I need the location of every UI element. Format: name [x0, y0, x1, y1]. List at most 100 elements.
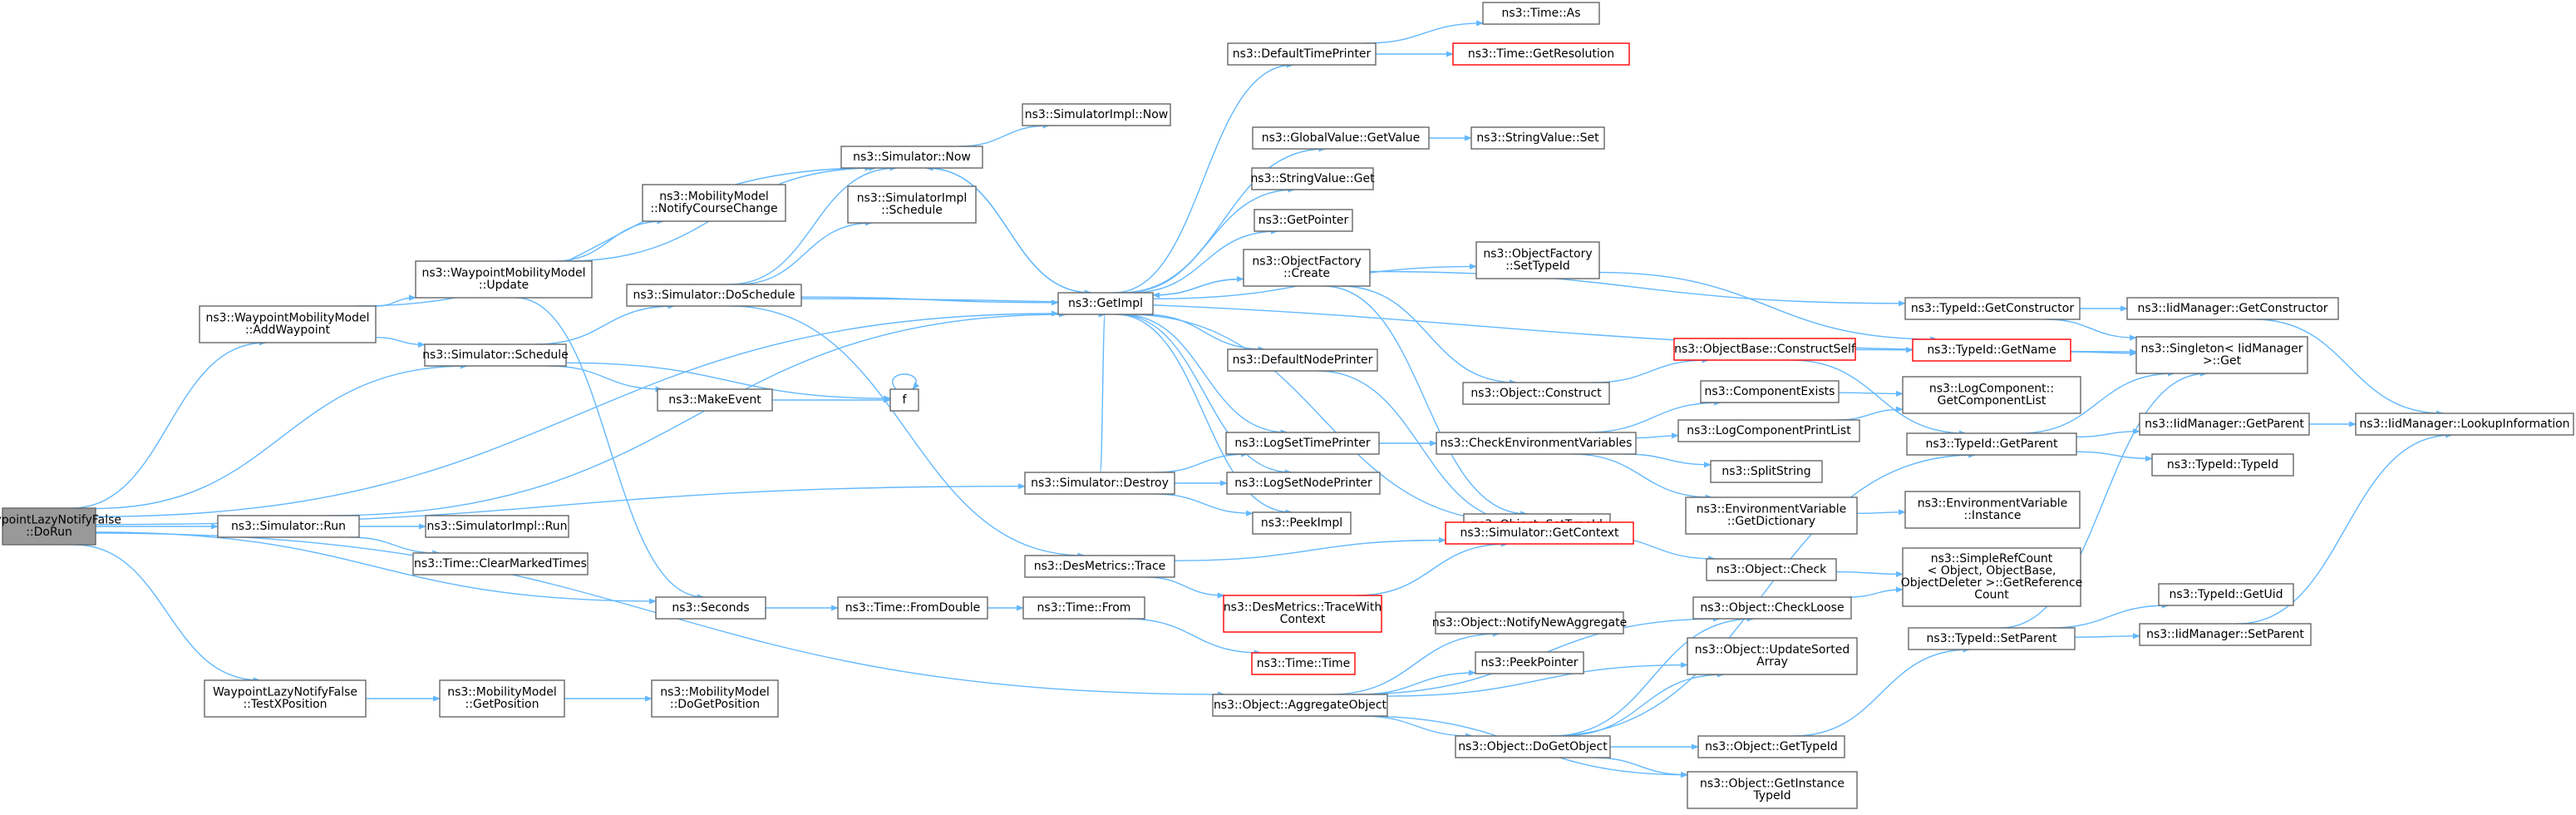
node-getContext[interactable]: ns3::Simulator::GetContext: [1445, 521, 1634, 545]
node-schedule[interactable]: ns3::Simulator::Schedule: [422, 343, 569, 367]
node-iidGetConstructor[interactable]: ns3::IidManager::GetConstructor: [2126, 297, 2339, 320]
node-doGetObject[interactable]: ns3::Object::DoGetObject: [1455, 735, 1611, 758]
node-defaultNode[interactable]: ns3::DefaultNodePrinter: [1227, 348, 1378, 372]
node-envGetDict[interactable]: ns3::EnvironmentVariable::GetDictionary: [1685, 496, 1858, 535]
node-timeFrom[interactable]: ns3::Time::From: [1022, 596, 1145, 620]
node-box: [2355, 412, 2574, 436]
node-iidSetParent[interactable]: ns3::IidManager::SetParent: [2139, 623, 2312, 646]
node-doGetPosition[interactable]: ns3::MobilityModel::DoGetPosition: [651, 679, 779, 718]
node-logCompPrint[interactable]: ns3::LogComponentPrintList: [1677, 419, 1860, 442]
edge-doSchedule-to-simNow: [729, 165, 898, 285]
node-objConstruct[interactable]: ns3::Object::Construct: [1462, 382, 1610, 405]
node-simNow[interactable]: ns3::Simulator::Now: [840, 146, 983, 169]
node-testX[interactable]: WaypointLazyNotifyFalse::TestXPosition: [204, 679, 367, 718]
node-addWaypoint[interactable]: ns3::WaypointMobilityModel::AddWaypoint: [199, 305, 377, 343]
node-logSetNode[interactable]: ns3::LogSetNodePrinter: [1226, 472, 1381, 495]
node-tidSetParent[interactable]: ns3::TypeId::SetParent: [1908, 627, 2076, 650]
node-getPointer[interactable]: ns3::GetPointer: [1254, 209, 1353, 232]
node-box: [1692, 596, 1852, 620]
node-seconds[interactable]: ns3::Seconds: [655, 596, 766, 620]
node-singletonGet[interactable]: ns3::Singleton< IidManager>::Get: [2135, 336, 2308, 374]
node-svSet[interactable]: ns3::StringValue::Set: [1470, 126, 1605, 150]
node-desTrace[interactable]: ns3::DesMetrics::Trace: [1024, 555, 1175, 578]
node-logSetTime[interactable]: ns3::LogSetTimePrinter: [1225, 432, 1380, 455]
edge-schedule-to-f: [565, 362, 891, 402]
node-label: ns3::Simulator::Now: [853, 151, 971, 164]
edge-defaultTime-to-timeAs: [1365, 20, 1484, 44]
node-compExists[interactable]: ns3::ComponentExists: [1700, 380, 1840, 403]
node-ofCreate[interactable]: ns3::ObjectFactory::Create: [1243, 249, 1371, 287]
node-getPosition[interactable]: ns3::MobilityModel::GetPosition: [439, 679, 565, 718]
node-defaultTime[interactable]: ns3::DefaultTimePrinter: [1227, 42, 1377, 66]
node-timeTime[interactable]: ns3::Time::Time: [1251, 652, 1356, 675]
node-label: ns3::ObjectFactory: [1483, 248, 1592, 261]
node-simDestroy[interactable]: ns3::Simulator::Destroy: [1024, 472, 1175, 495]
node-label: ns3::TypeId::GetConstructor: [1911, 302, 2074, 315]
node-svGet[interactable]: ns3::StringValue::Get: [1250, 167, 1375, 190]
node-label: ns3::IidManager::GetParent: [2145, 417, 2304, 431]
node-timeAs[interactable]: ns3::Time::As: [1482, 2, 1600, 25]
node-makeEvent[interactable]: ns3::MakeEvent: [657, 388, 773, 412]
node-iidLookup[interactable]: ns3::IidManager::LookupInformation: [2355, 412, 2574, 436]
node-simRun[interactable]: ns3::Simulator::Run: [217, 515, 360, 538]
node-label: ns3::ObjectFactory: [1252, 255, 1361, 269]
node-fromDouble[interactable]: ns3::Time::FromDouble: [837, 596, 988, 620]
node-box: [1024, 555, 1175, 578]
node-label: ns3::EnvironmentVariable: [1697, 503, 1847, 516]
edge-getImpl-to-simNow: [925, 165, 1091, 294]
node-tidGetName[interactable]: ns3::TypeId::GetName: [1912, 338, 2071, 362]
node-label: ::NotifyCourseChange: [650, 202, 777, 215]
node-label: ns3::PeekPointer: [1481, 656, 1579, 669]
node-getResolution[interactable]: ns3::Time::GetResolution: [1452, 42, 1630, 66]
node-tidGetConstructor[interactable]: ns3::TypeId::GetConstructor: [1904, 297, 2081, 320]
node-implSchedule[interactable]: ns3::SimulatorImpl::Schedule: [847, 185, 977, 224]
edge-tidSetParent-to-iidSetParent: [2074, 633, 2140, 640]
node-box: [1212, 694, 1388, 717]
node-clearMarked[interactable]: ns3::Time::ClearMarkedTimes: [412, 552, 589, 575]
node-logCompGetList[interactable]: ns3::LogComponent::GetComponentList: [1902, 376, 2081, 414]
node-box: [204, 679, 367, 718]
node-label: ns3::GetPointer: [1258, 214, 1349, 227]
node-label: ns3::LogSetNodePrinter: [1234, 477, 1372, 490]
node-label: ns3::DefaultTimePrinter: [1233, 47, 1372, 61]
node-box: [1251, 652, 1356, 675]
edge-root-to-schedule: [95, 363, 468, 510]
node-gvGet[interactable]: ns3::GlobalValue::GetValue: [1252, 126, 1430, 150]
node-objGetTypeId[interactable]: ns3::Object::GetTypeId: [1697, 735, 1845, 758]
node-box: [217, 515, 360, 538]
node-peekPointer[interactable]: ns3::PeekPointer: [1475, 651, 1584, 674]
edge-getImpl-to-svGet: [1123, 186, 1296, 294]
node-update[interactable]: ns3::WaypointMobilityModel::Update: [415, 260, 593, 299]
node-checkLoose[interactable]: ns3::Object::CheckLoose: [1692, 596, 1852, 620]
node-aggregate[interactable]: ns3::Object::AggregateObject: [1212, 694, 1388, 717]
edge-objConstruct-to-constructSelf: [1592, 357, 1710, 383]
node-notifyCourse[interactable]: ns3::MobilityModel::NotifyCourseChange: [642, 184, 786, 222]
node-box: [1243, 249, 1371, 287]
node-envInstance[interactable]: ns3::EnvironmentVariable::Instance: [1904, 491, 2081, 529]
node-peekImpl[interactable]: ns3::PeekImpl: [1252, 511, 1352, 535]
node-doSchedule[interactable]: ns3::Simulator::DoSchedule: [626, 284, 802, 307]
node-splitString[interactable]: ns3::SplitString: [1710, 460, 1823, 483]
node-tidTypeId[interactable]: ns3::TypeId::TypeId: [2151, 453, 2294, 477]
node-refCount[interactable]: ns3::SimpleRefCount< Object, ObjectBase,…: [1901, 547, 2082, 607]
edge-timeFrom-to-timeTime: [1126, 618, 1262, 656]
node-f[interactable]: f: [889, 388, 919, 412]
node-label: ns3::IidManager::SetParent: [2146, 628, 2304, 641]
node-notifyNewAgg[interactable]: ns3::Object::NotifyNewAggregate: [1432, 611, 1627, 635]
node-tidGetUid[interactable]: ns3::TypeId::GetUid: [2158, 583, 2294, 606]
node-implNow[interactable]: ns3::SimulatorImpl::Now: [1022, 103, 1171, 126]
node-implRun[interactable]: ns3::SimulatorImpl::Run: [425, 515, 569, 538]
node-ofSetTypeId[interactable]: ns3::ObjectFactory::SetTypeId: [1475, 241, 1600, 279]
edge-ofCreate-to-tidGetConstructor: [1369, 270, 1906, 307]
node-checkEnv[interactable]: ns3::CheckEnvironmentVariables: [1436, 432, 1637, 455]
node-constructSelf[interactable]: ns3::ObjectBase::ConstructSelf: [1673, 338, 1856, 361]
edge-update-to-seconds: [515, 297, 705, 600]
node-iidGetParent[interactable]: ns3::IidManager::GetParent: [2139, 412, 2310, 436]
node-objCheck[interactable]: ns3::Object::Check: [1706, 558, 1837, 581]
node-getImpl[interactable]: ns3::GetImpl: [1057, 292, 1154, 315]
node-tidGetParent[interactable]: ns3::TypeId::GetParent: [1906, 432, 2077, 456]
node-label: ns3::IidManager::GetConstructor: [2137, 302, 2327, 315]
